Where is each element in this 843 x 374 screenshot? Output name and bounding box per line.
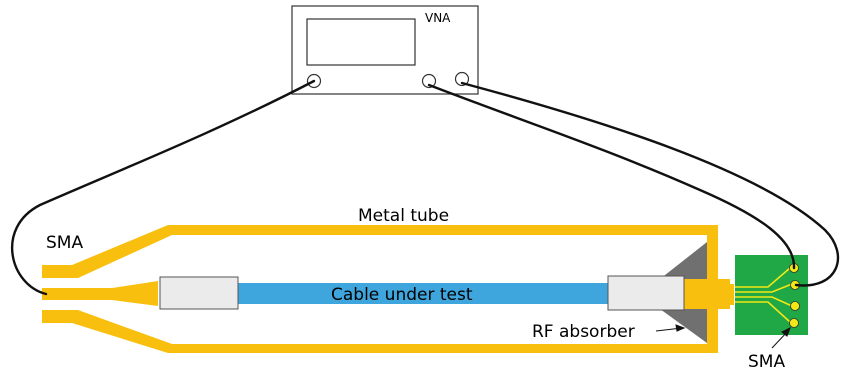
connector-left xyxy=(159,276,239,310)
cable-port1-to-sma-left xyxy=(11,79,316,296)
rf-absorber-top xyxy=(660,242,707,279)
pcb-traces xyxy=(735,267,793,323)
metal-tube-label: Metal tube xyxy=(358,206,449,226)
vna-screen xyxy=(306,18,416,66)
connector-right xyxy=(607,275,685,311)
pcb-board-icon xyxy=(735,255,808,335)
sma-right-arrowhead xyxy=(781,326,791,337)
vna-label: VNA xyxy=(425,11,451,25)
cable-port2-to-pcb xyxy=(427,83,796,270)
cable-under-test xyxy=(238,283,610,304)
pcb-pad-3 xyxy=(790,301,800,311)
cable-port3-to-pcb xyxy=(460,81,840,287)
metal-tube xyxy=(42,225,734,353)
sma-left-label: SMA xyxy=(46,233,83,253)
vna-port-2-icon xyxy=(421,73,437,89)
rf-absorber-bottom xyxy=(660,309,707,343)
cable-under-test-label: Cable under test xyxy=(331,285,473,305)
vna-instrument: VNA xyxy=(291,5,479,95)
rf-absorber-arrowhead xyxy=(675,324,686,332)
tube-center-conductor xyxy=(42,281,158,306)
arrows xyxy=(655,324,791,349)
tube-feedthrough-tip xyxy=(718,284,734,305)
tube-bottom-wall xyxy=(42,310,718,353)
pcb-pad-4 xyxy=(789,318,799,328)
vna-port-3-icon xyxy=(454,71,470,87)
sma-right-label: SMA xyxy=(748,352,785,372)
rf-absorber xyxy=(660,242,707,343)
rf-absorber-label: RF absorber xyxy=(532,322,635,342)
vna-cables xyxy=(11,79,840,296)
tube-top-wall xyxy=(42,225,718,278)
